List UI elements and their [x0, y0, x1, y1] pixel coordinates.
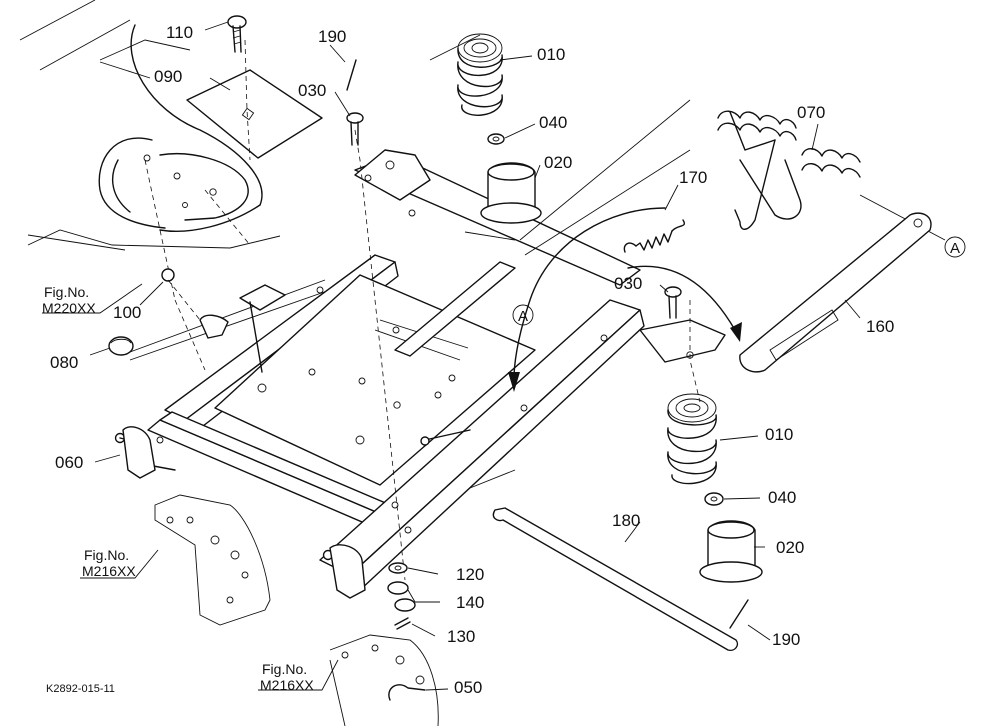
guide-line-a-right: [859, 194, 946, 241]
fig-ref-1-label: Fig.No.: [44, 284, 89, 300]
label-070: 070: [797, 103, 825, 122]
part-140-nut: [387, 581, 416, 612]
label-020-low: 020: [776, 538, 804, 557]
label-140: 140: [456, 593, 484, 612]
part-070-torsion-spring: [717, 110, 861, 230]
dash-guide-080: [129, 279, 331, 361]
part-110-screw: [227, 15, 247, 53]
label-090: 090: [154, 67, 182, 86]
label-180: 180: [612, 511, 640, 530]
part-120-washer: [388, 562, 408, 574]
label-160: 160: [866, 317, 894, 336]
guide-lines-010-top: [429, 34, 516, 241]
label-060: 060: [55, 453, 83, 472]
part-090-plate: [186, 39, 323, 161]
leader-100-dash: [167, 279, 201, 321]
side-plate-lower: [329, 634, 439, 726]
label-010-low: 010: [765, 425, 793, 444]
label-040-low: 040: [768, 488, 796, 507]
fig-ref-3-label: Fig.No.: [262, 661, 307, 677]
label-170: 170: [679, 168, 707, 187]
part-020-bushing-low: [699, 520, 763, 583]
part-020-bushing-top: [480, 162, 542, 224]
part-190-pin-top: [346, 59, 357, 91]
part-030-bolt-mid: [664, 286, 682, 319]
label-030-top: 030: [298, 81, 326, 100]
part-080-cap: [108, 336, 134, 356]
part-130-pin: [394, 617, 411, 630]
label-020-top: 020: [544, 153, 572, 172]
label-010-top: 010: [537, 45, 565, 64]
dash-guide-030-mid: [689, 300, 701, 403]
fig-ref-3-code: M216XX: [260, 677, 314, 693]
part-190-pin-low: [729, 599, 749, 629]
assembly-arrows: [508, 207, 742, 392]
side-plate-left: [154, 494, 271, 626]
dash-guide-030-top: [354, 129, 406, 581]
svg-text:A: A: [950, 240, 960, 257]
svg-text:A: A: [518, 308, 528, 325]
part-030-bolt-top: [346, 112, 364, 146]
label-110: 110: [166, 23, 193, 42]
callout-leaders: [42, 21, 861, 691]
label-190-low: 190: [772, 630, 800, 649]
label-130: 130: [447, 627, 475, 646]
label-120: 120: [456, 565, 484, 584]
part-050-clip: [388, 684, 426, 701]
label-190-top: 190: [318, 27, 346, 46]
part-100-plug: [161, 268, 175, 282]
part-040-washer-top: [487, 133, 505, 145]
part-040-washer-low: [704, 492, 724, 506]
part-180-rod: [492, 507, 739, 652]
part-010-spring-top: [457, 33, 503, 116]
fig-ref-2-label: Fig.No.: [84, 547, 129, 563]
label-050: 050: [454, 678, 482, 697]
label-030-mid: 030: [614, 274, 642, 293]
part-160-lever: [739, 212, 932, 373]
fig-ref-2-code: M216XX: [82, 563, 136, 579]
part-010-spring-low: [667, 393, 717, 485]
guide-line-180: [469, 469, 516, 489]
part-170-extension-spring: [623, 219, 685, 253]
circle-ref-a-center: A: [512, 304, 534, 326]
label-080: 080: [50, 353, 78, 372]
fig-ref-1-code: M220XX: [42, 300, 96, 316]
drawing-id: K2892-015-11: [46, 683, 115, 695]
label-040-top: 040: [539, 113, 567, 132]
label-100: 100: [113, 303, 141, 322]
guide-lines-070: [519, 99, 691, 256]
circle-ref-a-right: A: [944, 236, 966, 258]
